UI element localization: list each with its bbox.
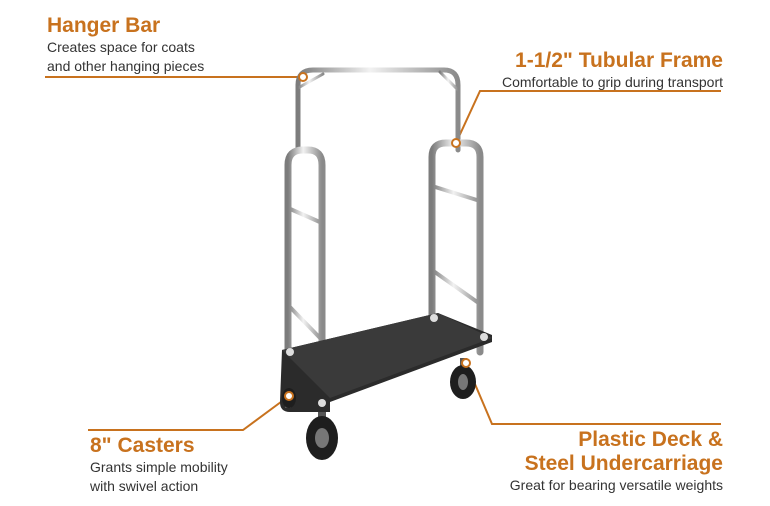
callout-deck: Plastic Deck & Steel Undercarriage Great… bbox=[510, 428, 723, 495]
callout-casters: 8" Casters Grants simple mobility with s… bbox=[90, 434, 228, 496]
callout-title: Plastic Deck & bbox=[578, 428, 723, 451]
callout-title: 1-1/2" Tubular Frame bbox=[515, 49, 723, 72]
tubular-frame-dot bbox=[451, 138, 461, 148]
callout-tubular-frame: 1-1/2" Tubular Frame Comfortable to grip… bbox=[502, 49, 723, 92]
casters-leader bbox=[88, 395, 290, 431]
casters-dot bbox=[284, 391, 294, 401]
plastic-deck bbox=[280, 313, 492, 412]
callout-dots bbox=[284, 72, 471, 401]
hanger-bar-dot bbox=[298, 72, 308, 82]
callout-title: Steel Undercarriage bbox=[524, 452, 723, 475]
callout-description: Great for bearing versatile weights bbox=[509, 477, 723, 493]
deck-dot bbox=[461, 358, 471, 368]
callout-description-line: with swivel action bbox=[90, 478, 199, 494]
deck-leader bbox=[465, 362, 721, 425]
callout-description-line: and other hanging pieces bbox=[47, 58, 205, 74]
callout-title: 8" Casters bbox=[90, 434, 195, 457]
callout-title: Hanger Bar bbox=[47, 14, 161, 37]
callout-hanger-bar: Hanger Bar Creates space for coats and o… bbox=[47, 14, 204, 76]
callout-description-line: Creates space for coats bbox=[47, 39, 195, 55]
hanger-bar bbox=[295, 67, 461, 153]
callout-description-line: Grants simple mobility bbox=[90, 459, 228, 475]
callout-description: Comfortable to grip during transport bbox=[502, 74, 723, 90]
tubular-frame-leader bbox=[455, 90, 721, 144]
